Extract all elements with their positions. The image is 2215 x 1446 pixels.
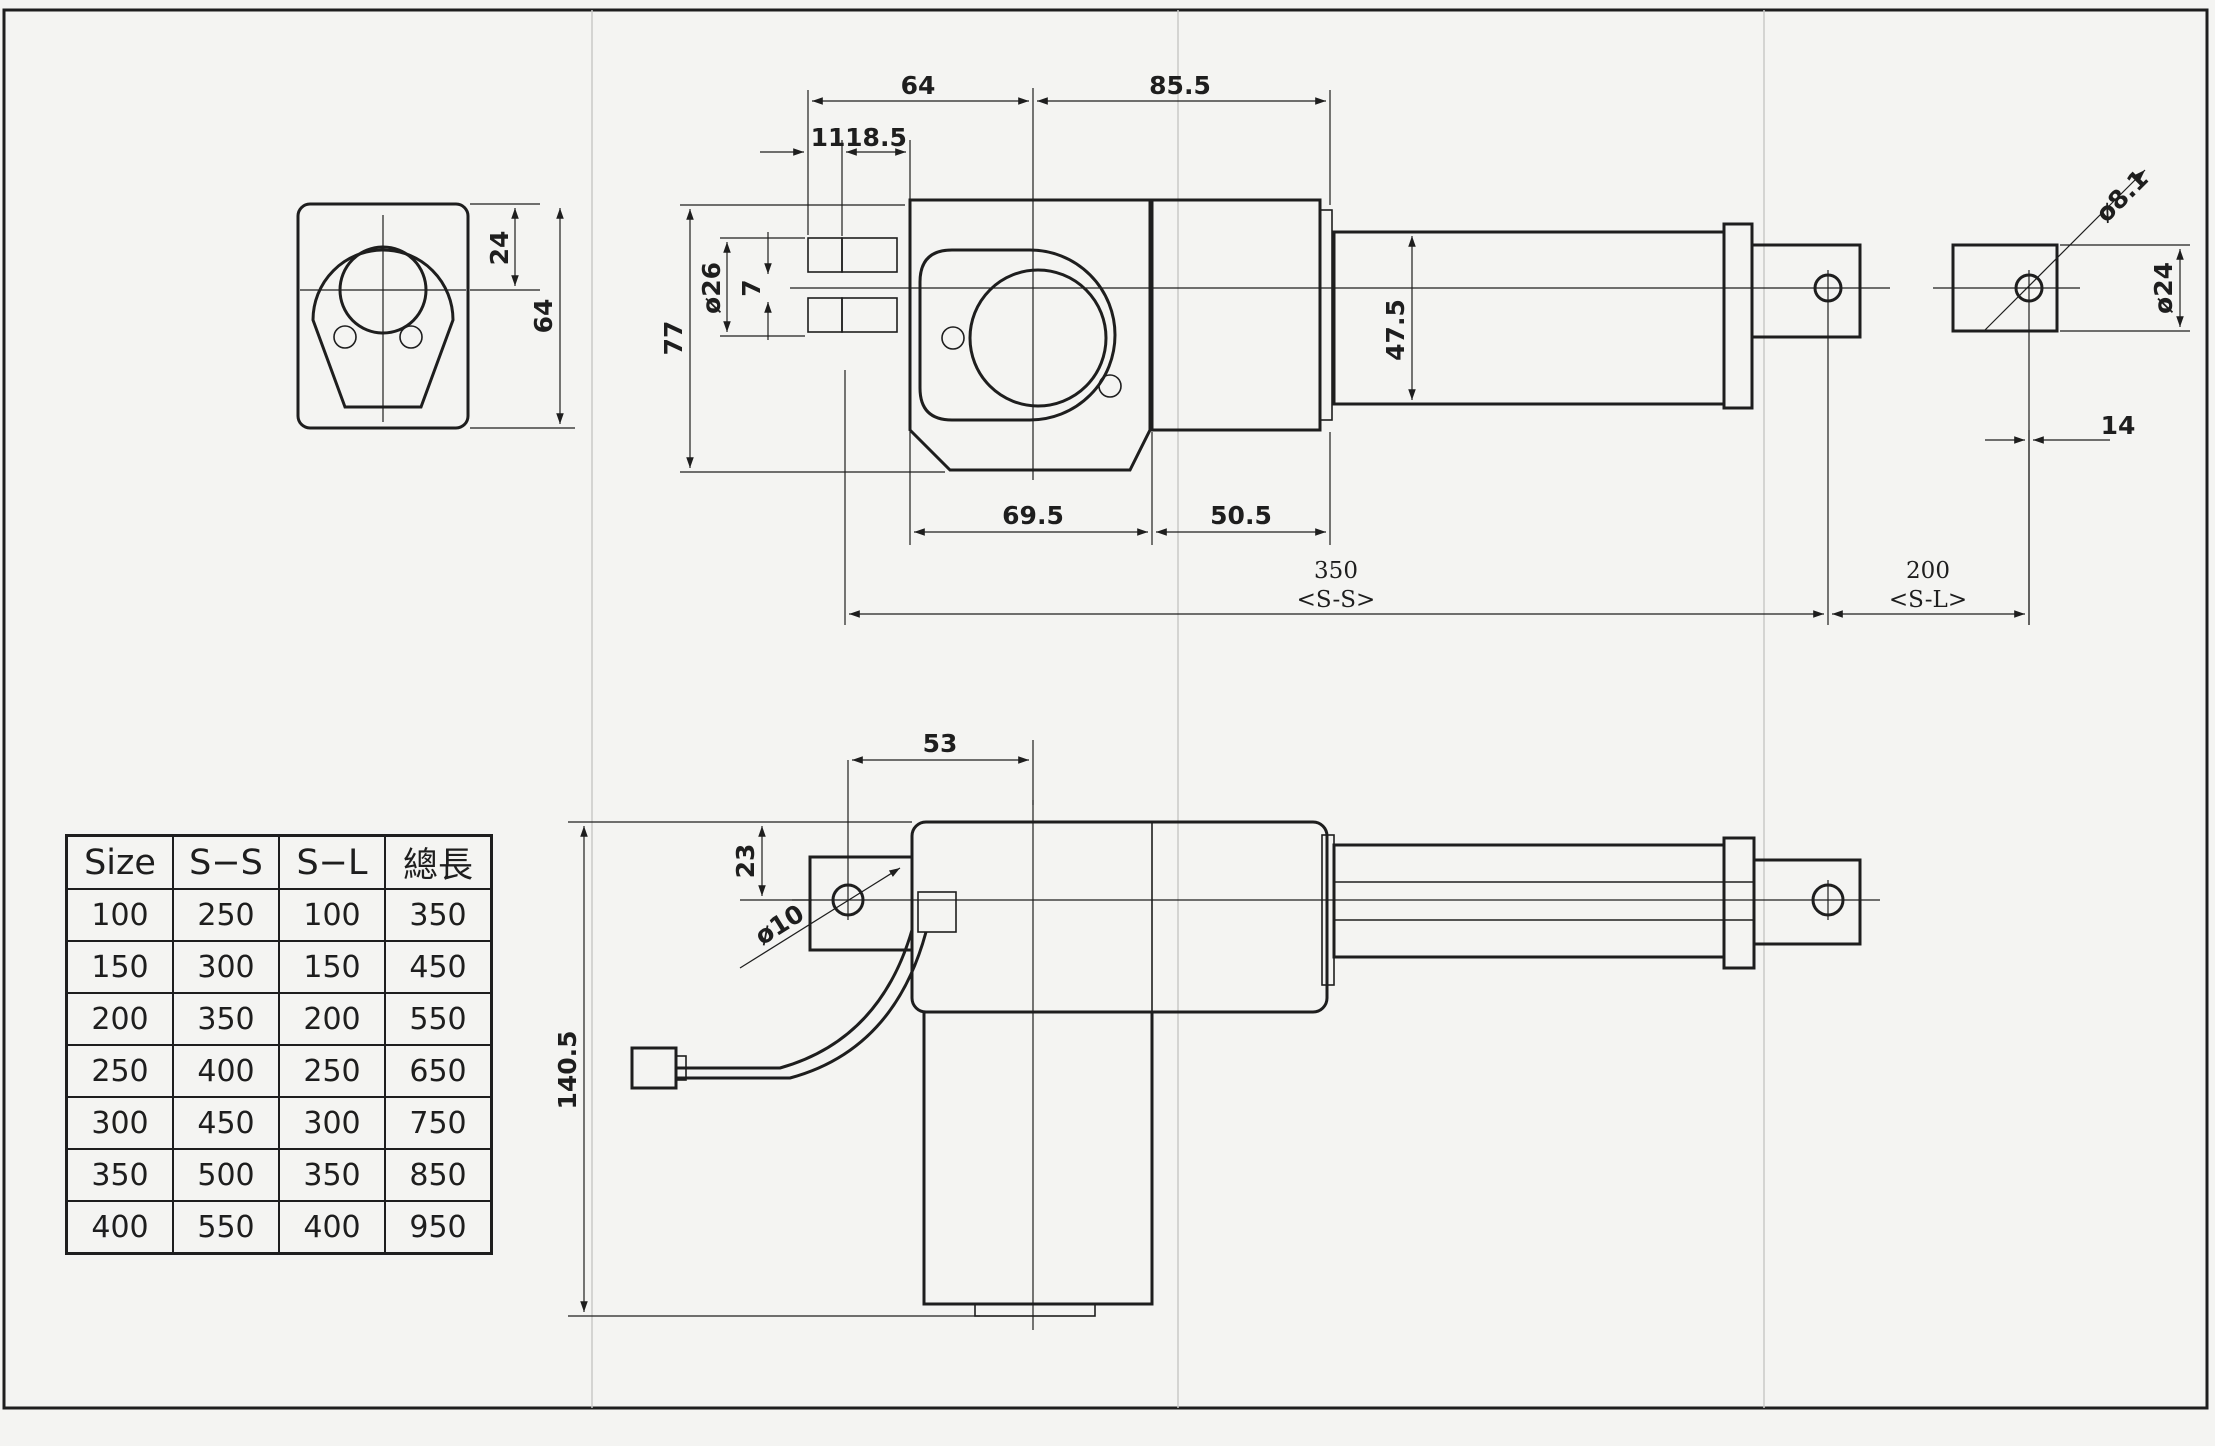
dim-label: 50.5 [1210, 501, 1272, 530]
dim-label: 47.5 [1381, 299, 1410, 361]
dim-label: 24 [485, 231, 514, 266]
end-view: 24 64 [296, 202, 575, 430]
stroke-sl-value: 200 [1906, 558, 1950, 584]
table-cell: 100 [278, 888, 386, 942]
dim-label: 85.5 [1149, 71, 1211, 100]
end-view-bolt-hole [399, 325, 423, 349]
table-cell: 250 [65, 1044, 174, 1098]
table-row: 400 550 400 950 [65, 1200, 493, 1255]
table-cell: 150 [278, 940, 386, 994]
dim-label: ø24 [2149, 262, 2178, 314]
table-cell: 750 [384, 1096, 493, 1150]
rear-clevis-ear [807, 297, 843, 333]
end-view-body [296, 202, 470, 430]
table-cell: 400 [172, 1044, 280, 1098]
table-cell: 350 [65, 1148, 174, 1202]
cable-gland [917, 891, 957, 933]
table-row: 200 350 200 550 [65, 992, 493, 1046]
motor-body [922, 1010, 1154, 1306]
column-header: S−S [172, 834, 280, 890]
sheet-border [2, 8, 2209, 1410]
side-view: 53 23 ø10 140.5 [553, 729, 1880, 1330]
flange-hole [1098, 374, 1122, 398]
leader-line [1984, 169, 2146, 331]
dim-label: 14 [2101, 411, 2136, 440]
tube-collar [1319, 209, 1333, 421]
stroke-ss-label: <S-S> [1297, 587, 1376, 613]
dim-label: 18.5 [845, 123, 907, 152]
rod-nut-side [1722, 836, 1756, 970]
connector-plug [630, 1046, 678, 1090]
table-cell: 400 [278, 1200, 386, 1255]
table-header-row: Size S−S S−L 總長 [65, 834, 493, 890]
stroke-ss-value: 350 [1314, 558, 1358, 584]
motor-endcap [974, 1303, 1096, 1317]
size-table: Size S−S S−L 總長 100 250 100 350 150 300 … [65, 834, 493, 1255]
column-header: S−L [278, 834, 386, 890]
table-cell: 100 [65, 888, 174, 942]
table-cell: 400 [65, 1200, 174, 1255]
table-row: 150 300 150 450 [65, 940, 493, 994]
power-cable [676, 931, 928, 1080]
rear-clevis-ear [807, 237, 843, 273]
flange-hole [941, 326, 965, 350]
table-cell: 250 [172, 888, 280, 942]
rod-end-side [1752, 858, 1862, 946]
dim-label: 64 [901, 71, 936, 100]
column-header: 總長 [384, 834, 493, 890]
outer-tube [1150, 198, 1322, 432]
table-cell: 350 [172, 992, 280, 1046]
table-cell: 300 [172, 940, 280, 994]
table-cell: 500 [172, 1148, 280, 1202]
table-cell: 550 [172, 1200, 280, 1255]
table-cell: 250 [278, 1044, 386, 1098]
table-row: 100 250 100 350 [65, 888, 493, 942]
table-cell: 300 [65, 1096, 174, 1150]
table-cell: 350 [384, 888, 493, 942]
gearbox-housing [908, 198, 1152, 472]
connector-plug [675, 1055, 687, 1081]
rear-clevis-ear [841, 237, 898, 273]
table-cell: 150 [65, 940, 174, 994]
table-cell: 650 [384, 1044, 493, 1098]
rear-clevis-ear [841, 297, 898, 333]
dim-label: 64 [529, 299, 558, 334]
table-row: 350 500 350 850 [65, 1148, 493, 1202]
motor-flange [918, 248, 1117, 422]
rear-clevis-side [808, 855, 914, 952]
end-view-bracket [311, 248, 455, 409]
dim-label: 140.5 [553, 1030, 582, 1109]
rod-nut [1722, 222, 1754, 410]
table-cell: 550 [384, 992, 493, 1046]
inner-tube-side [1332, 843, 1726, 959]
end-view-bolt-hole [333, 325, 357, 349]
dim-label: 7 [737, 279, 766, 296]
housing-side [910, 820, 1329, 1014]
dim-label: 77 [659, 321, 688, 356]
table-cell: 850 [384, 1148, 493, 1202]
table-cell: 950 [384, 1200, 493, 1255]
column-header: Size [65, 834, 174, 890]
dim-label: 23 [731, 844, 760, 879]
table-cell: 300 [278, 1096, 386, 1150]
dim-label: ø26 [697, 262, 726, 314]
table-cell: 350 [278, 1148, 386, 1202]
dim-label: 11 [811, 123, 846, 152]
dim-label: ø8.1 [2090, 164, 2154, 228]
dim-label: 69.5 [1002, 501, 1064, 530]
top-view: 64 85.5 11 18.5 ø26 7 77 47.5 69.5 50.5 [659, 71, 2190, 625]
table-cell: 450 [384, 940, 493, 994]
leader-line [739, 867, 901, 969]
motor-bore [968, 268, 1108, 408]
rod-end [1750, 243, 1862, 339]
table-row: 300 450 300 750 [65, 1096, 493, 1150]
table-cell: 200 [65, 992, 174, 1046]
table-row: 250 400 250 650 [65, 1044, 493, 1098]
power-cable [676, 929, 914, 1070]
stroke-sl-label: <S-L> [1889, 587, 1967, 613]
table-cell: 200 [278, 992, 386, 1046]
dim-label: 53 [923, 729, 958, 758]
table-cell: 450 [172, 1096, 280, 1150]
